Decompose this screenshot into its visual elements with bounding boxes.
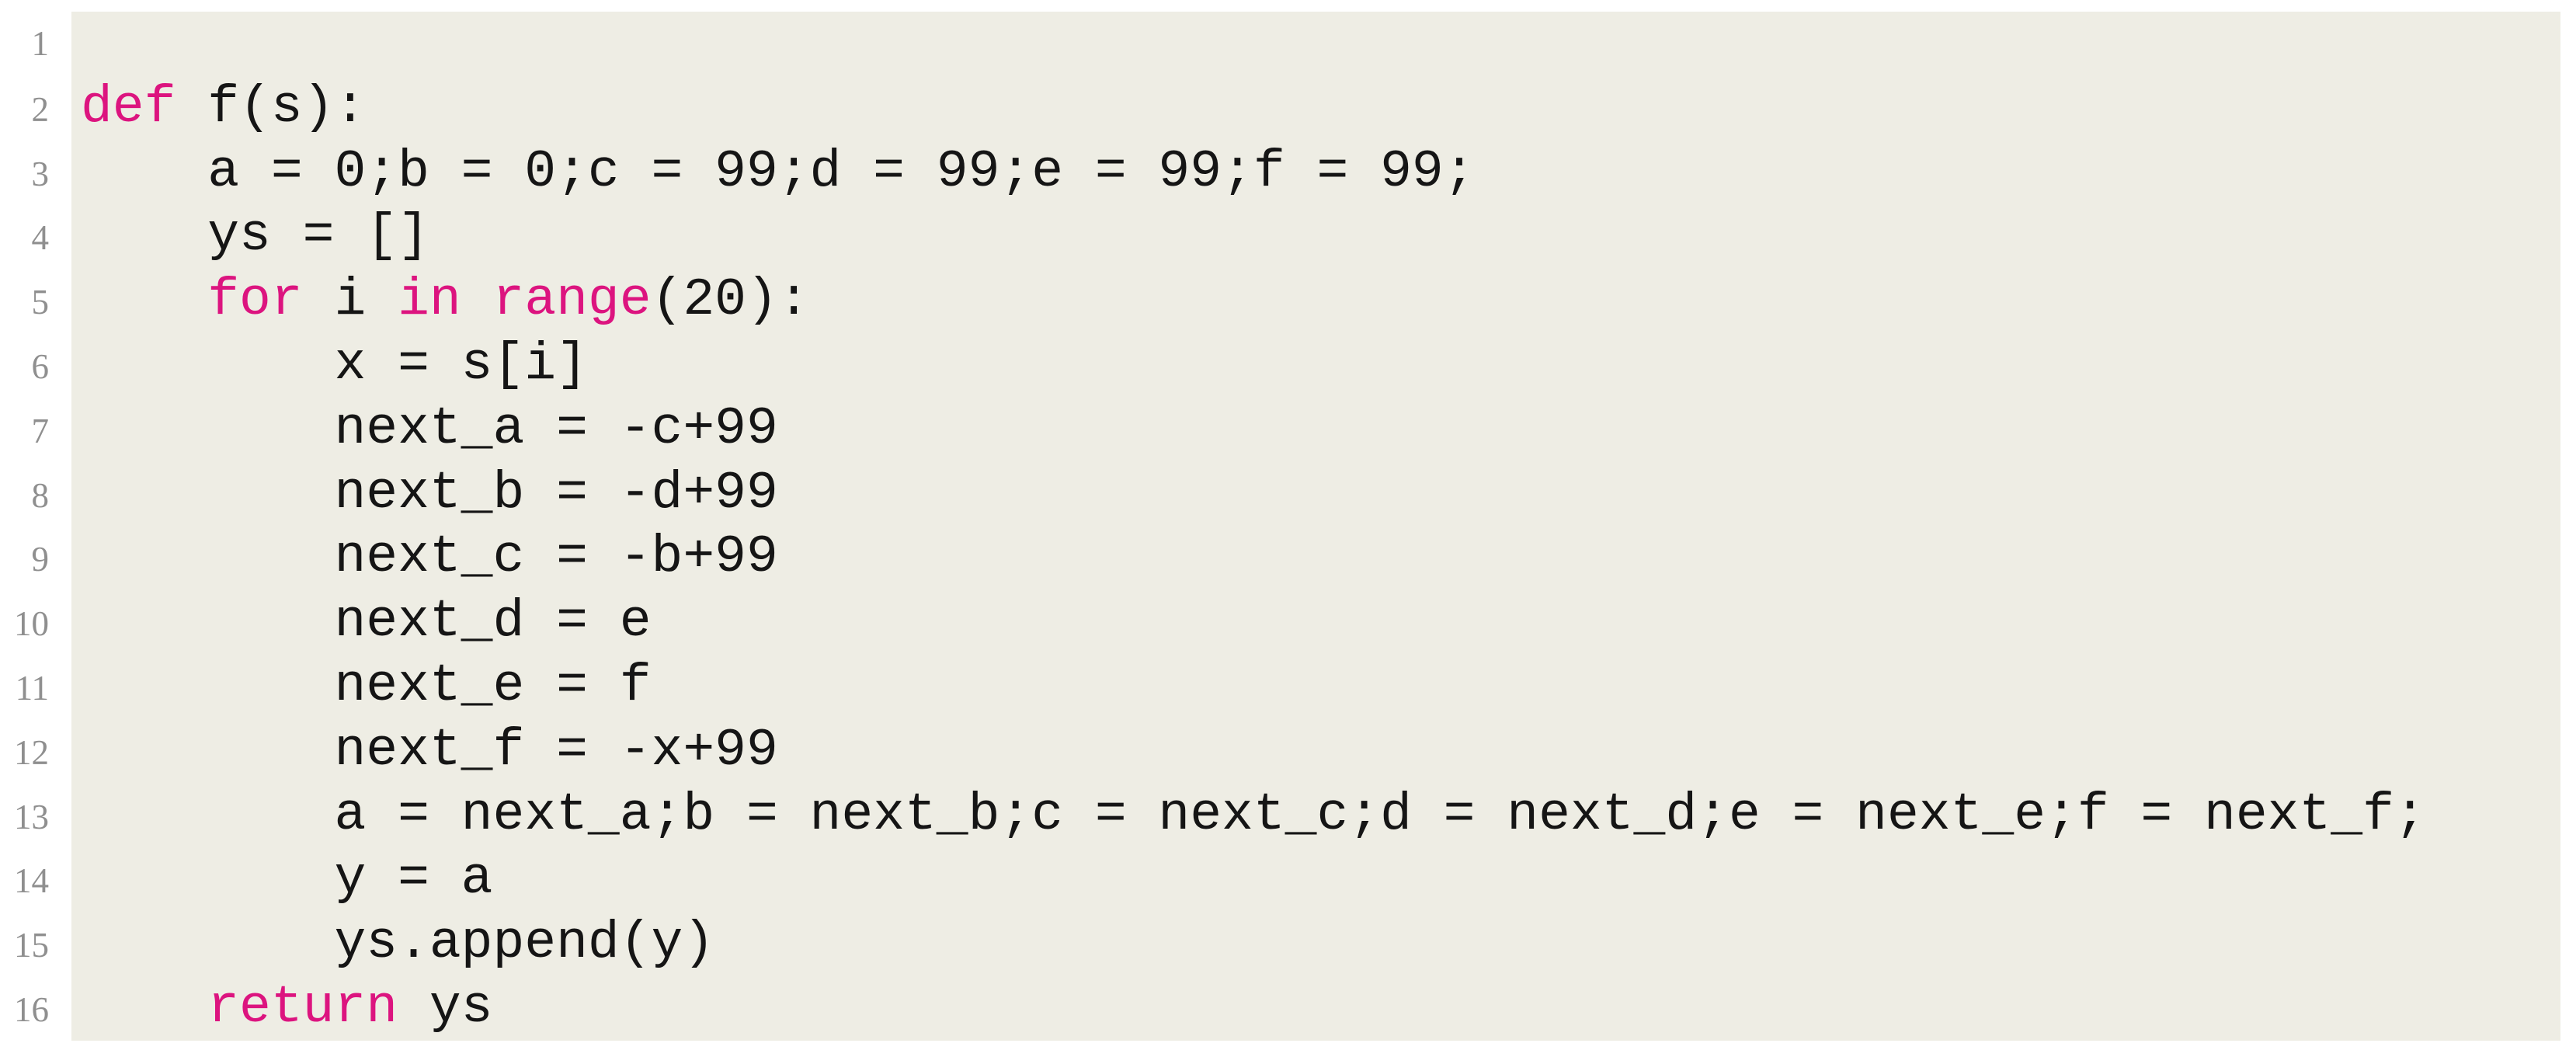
line-number: 2 — [31, 89, 50, 129]
code-text: for i in range(20): — [49, 269, 810, 333]
line-number: 16 — [14, 989, 49, 1029]
code-token: next_b = -d+99 — [81, 463, 778, 523]
code-line: 10 next_d = e — [0, 590, 2576, 655]
code-text: ys.append(y) — [49, 912, 714, 976]
code-line: 3 a = 0;b = 0;c = 99;d = 99;e = 99;f = 9… — [0, 141, 2576, 205]
code-token: ys — [398, 977, 493, 1038]
line-number: 15 — [14, 926, 49, 965]
code-token: a = next_a;b = next_b;c = next_c;d = nex… — [81, 784, 2426, 845]
code-line: 7 next_a = -c+99 — [0, 398, 2576, 462]
code-text: ys = [] — [49, 204, 429, 269]
line-number: 3 — [31, 154, 50, 193]
code-token: y = a — [81, 849, 493, 909]
code-text: def f(s): — [49, 76, 366, 141]
code-token — [461, 270, 493, 330]
line-number: 4 — [31, 218, 50, 258]
code-token: next_a = -c+99 — [81, 398, 778, 459]
keyword-token: return — [207, 977, 398, 1038]
code-token: x = s[i] — [81, 334, 588, 395]
keyword-token: def — [81, 77, 176, 137]
code-line: 11 next_e = f — [0, 655, 2576, 719]
code-line: 14 y = a — [0, 847, 2576, 912]
code-token: f(s): — [176, 77, 367, 137]
line-number: 6 — [31, 346, 50, 386]
line-number: 7 — [31, 411, 50, 450]
keyword-token: range — [492, 270, 652, 331]
code-token: next_c = -b+99 — [81, 527, 778, 588]
code-line: 4 ys = [] — [0, 204, 2576, 269]
code-text: x = s[i] — [49, 333, 588, 398]
line-number: 5 — [31, 283, 50, 322]
line-number: 8 — [31, 475, 50, 515]
code-line: 5 for i in range(20): — [0, 269, 2576, 333]
code-line: 1 — [0, 12, 2576, 76]
code-text: next_a = -c+99 — [49, 398, 778, 462]
code-line: 12 next_f = -x+99 — [0, 719, 2576, 784]
code-token: next_e = f — [81, 655, 652, 716]
code-token — [81, 270, 207, 330]
code-line: 9 next_c = -b+99 — [0, 526, 2576, 590]
code-text: next_e = f — [49, 655, 652, 719]
code-text: a = next_a;b = next_b;c = next_c;d = nex… — [49, 784, 2426, 848]
line-number: 12 — [14, 732, 49, 772]
code-text: a = 0;b = 0;c = 99;d = 99;e = 99;f = 99; — [49, 141, 1476, 205]
code-token: a = 0;b = 0;c = 99;d = 99;e = 99;f = 99; — [81, 141, 1476, 202]
line-number: 14 — [14, 861, 49, 901]
code-token: ys.append(y) — [81, 913, 715, 974]
code-token: ys = [] — [81, 206, 429, 266]
code-token: next_d = e — [81, 592, 652, 652]
line-number: 11 — [15, 668, 49, 708]
line-number: 1 — [31, 24, 50, 63]
line-number: 13 — [14, 797, 49, 836]
code-token — [81, 978, 207, 1038]
code-token: (20): — [651, 270, 810, 331]
code-line: 15 ys.append(y) — [0, 912, 2576, 976]
code-text: return ys — [49, 976, 493, 1041]
code-block-background — [71, 12, 2560, 1041]
code-line: 8 next_b = -d+99 — [0, 462, 2576, 527]
keyword-token: for — [207, 270, 303, 331]
code-text: next_f = -x+99 — [49, 719, 778, 784]
code-text: next_c = -b+99 — [49, 526, 778, 590]
code-line: 16 return ys — [0, 976, 2576, 1041]
keyword-token: in — [398, 270, 461, 331]
code-token: i — [302, 270, 398, 331]
code-text: y = a — [49, 847, 493, 912]
code-line: 13 a = next_a;b = next_b;c = next_c;d = … — [0, 784, 2576, 848]
code-line: 6 x = s[i] — [0, 333, 2576, 398]
line-number: 10 — [14, 604, 49, 644]
line-number: 9 — [31, 540, 50, 579]
code-text: next_d = e — [49, 590, 652, 655]
code-token: next_f = -x+99 — [81, 720, 778, 781]
code-text: next_b = -d+99 — [49, 462, 778, 527]
